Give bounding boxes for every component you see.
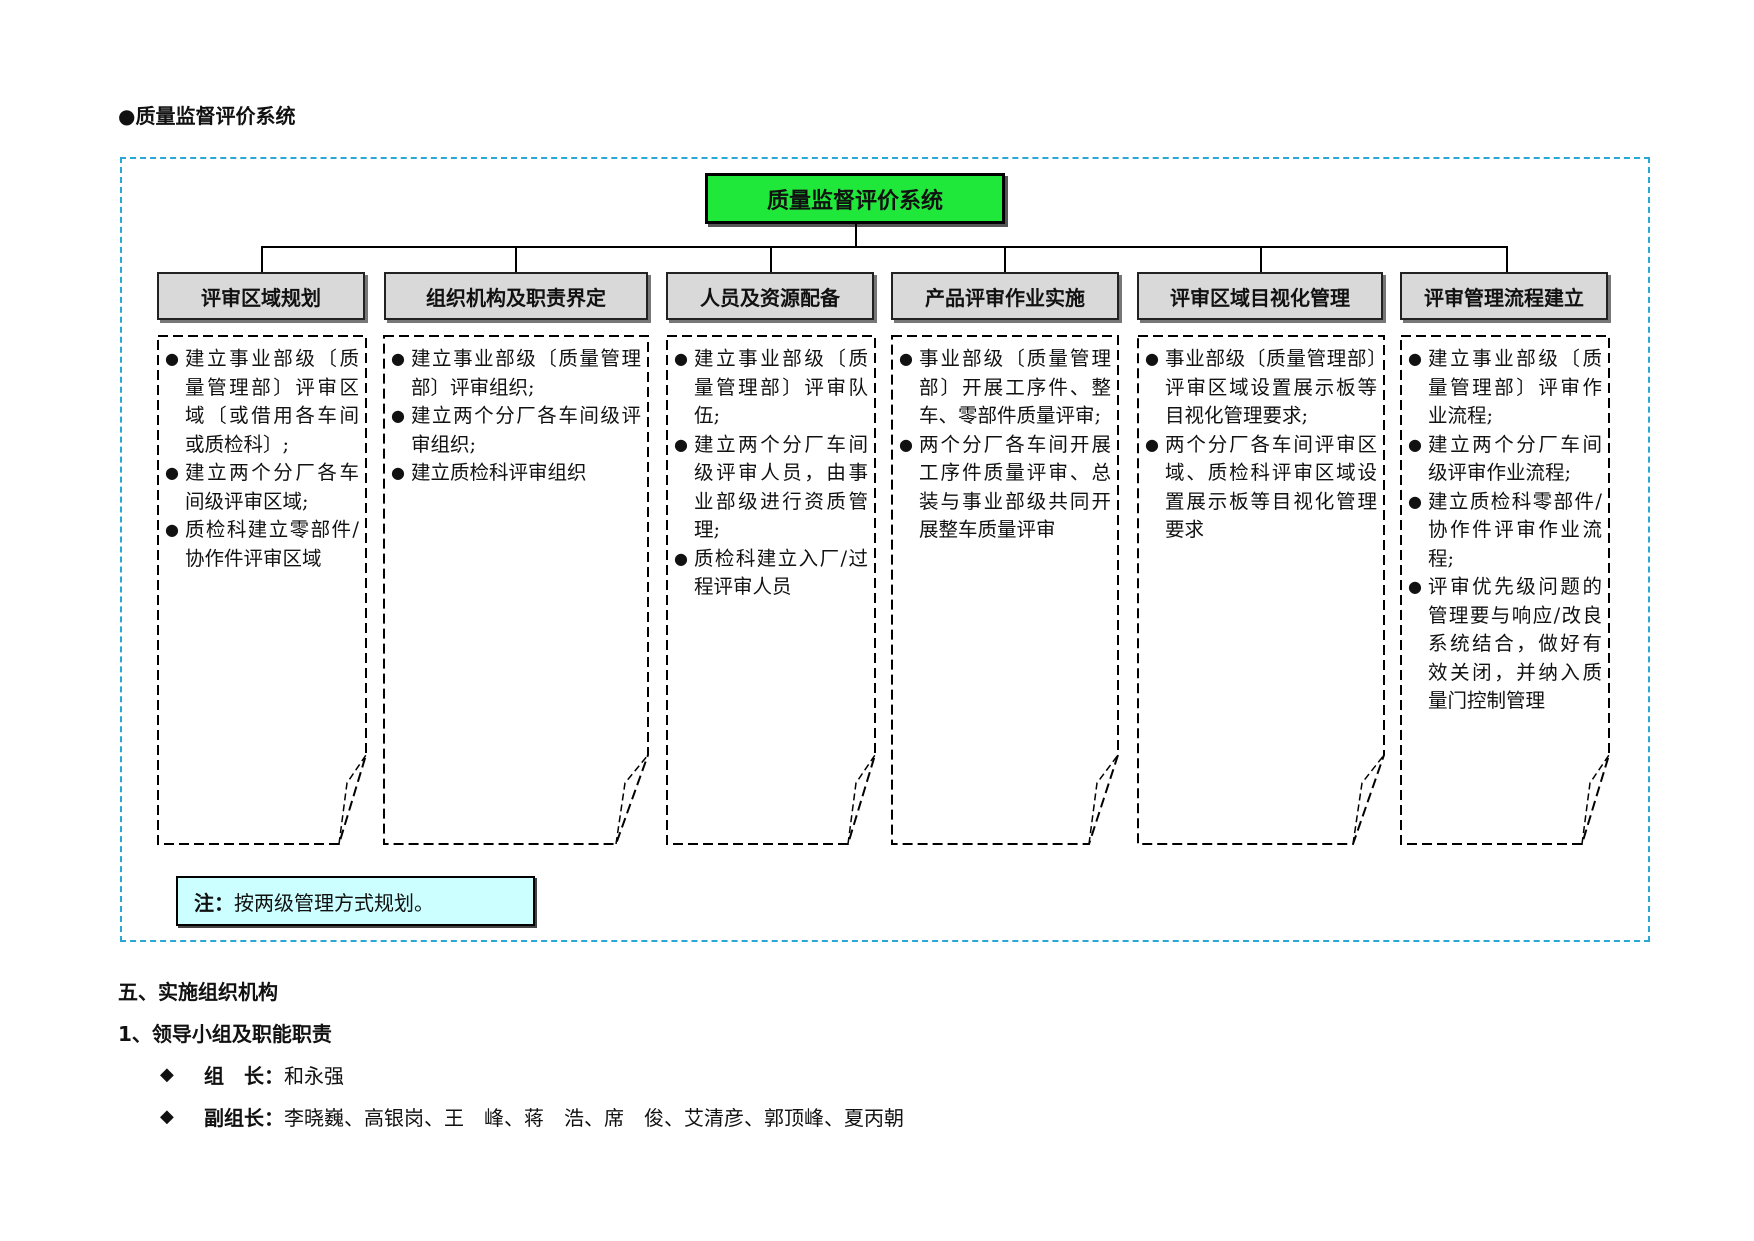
branch-connector-1: [261, 246, 263, 273]
section-title: 五、实施组织机构: [118, 980, 278, 1004]
horizontal-connector: [261, 246, 1507, 248]
category-label: 评审管理流程建立: [1424, 285, 1584, 310]
category-label: 评审区域规划: [201, 285, 321, 310]
bullet-icon: ●: [899, 434, 913, 454]
note-label: 注：: [194, 890, 234, 915]
category-box-1: 评审区域规划: [157, 272, 365, 320]
card-item: ●建立两个分厂车间级评审作业流程;: [1408, 432, 1602, 485]
detail-card-2: ●建立事业部级〔质量管理部〕评审组织; ●建立两个分厂各车间级评审组织; ●建立…: [383, 335, 649, 845]
section-heading: ●质量监督评价系统: [118, 100, 295, 129]
bullet-icon: ●: [1408, 491, 1422, 511]
detail-card-1: ●建立事业部级〔质量管理部〕评审区域〔或借用各车间或质检科〕; ●建立两个分厂各…: [157, 335, 367, 845]
heading-bullet: ●: [118, 104, 136, 128]
card-item: ●建立质检科评审组织: [391, 459, 641, 488]
card-item: ●两个分厂各车间评审区域、质检科评审区域设置展示板等目视化管理要求: [1145, 432, 1377, 542]
card-item: ●建立质检科零部件/协作件评审作业流程;: [1408, 489, 1602, 570]
card-outline: [891, 335, 1119, 845]
category-box-5: 评审区域目视化管理: [1137, 272, 1383, 320]
member-label: 副组长：: [204, 1106, 284, 1130]
card-item: ●建立事业部级〔质量管理部〕评审区域〔或借用各车间或质检科〕;: [165, 347, 359, 456]
detail-card-3: ●建立事业部级〔质量管理部〕评审队伍; ●建立两个分厂车间级评审人员，由事业部级…: [666, 335, 876, 845]
heading-text: 质量监督评价系统: [135, 104, 296, 128]
card-item: ●事业部级〔质量管理部〕评审区域设置展示板等目视化管理要求;: [1145, 347, 1377, 427]
note-text: 按两级管理方式规划。: [234, 890, 434, 915]
bullet-icon: ●: [1408, 434, 1422, 454]
detail-card-6: ●建立事业部级〔质量管理部〕评审作业流程; ●建立两个分厂车间级评审作业流程; …: [1400, 335, 1610, 845]
category-label: 产品评审作业实施: [925, 285, 1085, 310]
member-row-leader: ◆ 组 长： 和永强: [160, 1060, 344, 1089]
root-node-label: 质量监督评价系统: [766, 188, 943, 214]
branch-connector-6: [1506, 246, 1508, 273]
bullet-icon: ●: [1145, 349, 1159, 368]
card-item: ●两个分厂各车间开展工序件质量评审、总装与事业部级共同开展整车质量评审: [899, 432, 1111, 542]
diamond-icon: ◆: [160, 1064, 174, 1085]
member-row-deputy: ◆ 副组长： 李晓巍、高银岗、王 峰、蒋 浩、席 俊、艾清彦、郭顶峰、夏丙朝: [160, 1102, 904, 1131]
branch-connector-3: [770, 246, 772, 273]
member-value: 和永强: [284, 1064, 344, 1088]
branch-connector-4: [1004, 246, 1006, 273]
category-box-3: 人员及资源配备: [666, 272, 874, 320]
card-item: ●评审优先级问题的管理要与响应/改良系统结合，做好有效关闭，并纳入质量门控制管理: [1408, 575, 1602, 712]
card-item: ●事业部级〔质量管理部〕开展工序件、整车、零部件质量评审;: [899, 347, 1111, 427]
member-label: 组 长：: [204, 1064, 284, 1088]
card-item: ●建立事业部级〔质量管理部〕评审队伍;: [674, 347, 868, 427]
card-item: ●建立事业部级〔质量管理部〕评审组织;: [391, 347, 641, 399]
card-item: ●建立事业部级〔质量管理部〕评审作业流程;: [1408, 347, 1602, 427]
note-box: 注：按两级管理方式规划。: [176, 876, 535, 926]
bullet-icon: ●: [899, 349, 913, 368]
bullet-icon: ●: [674, 548, 688, 568]
card-outline: [157, 335, 367, 845]
category-box-6: 评审管理流程建立: [1400, 272, 1608, 320]
root-node: 质量监督评价系统: [705, 173, 1005, 224]
card-item: ●质检科建立零部件/协作件评审区域: [165, 518, 359, 570]
member-value: 李晓巍、高银岗、王 峰、蒋 浩、席 俊、艾清彦、郭顶峰、夏丙朝: [284, 1106, 904, 1130]
branch-connector-5: [1260, 246, 1262, 273]
branch-connector-2: [515, 246, 517, 273]
bullet-icon: ●: [391, 463, 405, 482]
card-item: ●建立两个分厂车间级评审人员，由事业部级进行资质管理;: [674, 432, 868, 542]
bullet-icon: ●: [1408, 577, 1422, 596]
bullet-icon: ●: [391, 349, 405, 368]
card-item: ●建立两个分厂各车间级评审区域;: [165, 461, 359, 513]
card-outline: [1137, 335, 1385, 845]
diamond-icon: ◆: [160, 1106, 174, 1127]
bullet-icon: ●: [165, 520, 179, 539]
category-box-4: 产品评审作业实施: [891, 272, 1119, 320]
bullet-icon: ●: [674, 349, 688, 368]
bullet-icon: ●: [165, 349, 179, 368]
card-outline: [1400, 335, 1610, 845]
root-connector: [855, 224, 857, 247]
bullet-icon: ●: [674, 434, 688, 454]
card-item: ●质检科建立入厂/过程评审人员: [674, 546, 868, 599]
card-outline: [383, 335, 649, 845]
detail-card-4: ●事业部级〔质量管理部〕开展工序件、整车、零部件质量评审; ●两个分厂各车间开展…: [891, 335, 1119, 845]
detail-card-5: ●事业部级〔质量管理部〕评审区域设置展示板等目视化管理要求; ●两个分厂各车间评…: [1137, 335, 1385, 845]
diagram-frame: [120, 157, 1650, 942]
bullet-icon: ●: [1145, 434, 1159, 454]
bullet-icon: ●: [391, 406, 405, 425]
category-label: 组织机构及职责界定: [426, 285, 606, 310]
card-item: ●建立两个分厂各车间级评审组织;: [391, 404, 641, 456]
category-label: 评审区域目视化管理: [1170, 285, 1350, 310]
card-outline: [666, 335, 876, 845]
category-box-2: 组织机构及职责界定: [384, 272, 648, 320]
category-label: 人员及资源配备: [700, 285, 840, 310]
bullet-icon: ●: [1408, 349, 1422, 368]
bullet-icon: ●: [165, 463, 179, 482]
subsection-title: 1、领导小组及职能职责: [118, 1022, 332, 1046]
